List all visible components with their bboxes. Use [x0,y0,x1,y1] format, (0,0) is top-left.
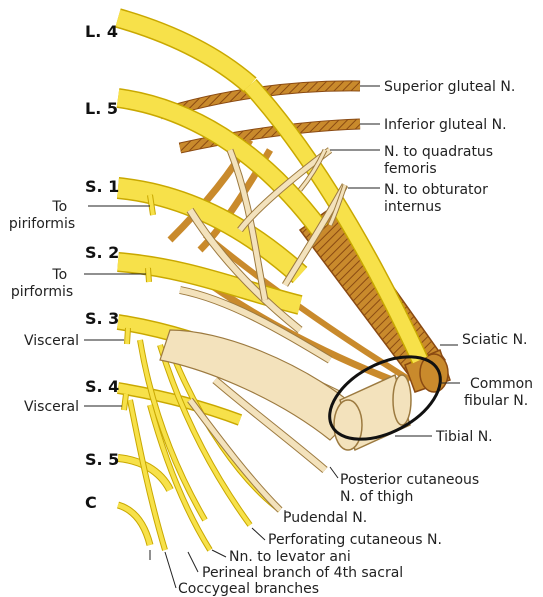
root-label-s3: S. 3 [85,309,119,328]
label-visceral-2: Visceral [24,399,79,415]
root-label-s1: S. 1 [85,177,119,196]
root-labels: L. 4 L. 5 S. 1 S. 2 S. 3 S. 4 S. 5 C [85,22,119,512]
label-to-piriformis-2: To pirformis [11,267,73,300]
label-pudendal: Pudendal N. [283,510,367,526]
label-quadratus-femoris: N. to quadratus femoris [384,144,498,177]
left-callouts: To piriformis To pirformis Visceral Visc… [9,199,150,415]
root-label-l5: L. 5 [85,99,118,118]
label-superior-gluteal: Superior gluteal N. [384,79,515,95]
root-label-s4: S. 4 [85,377,119,396]
label-posterior-cutaneous: Posterior cutaneous N. of thigh [340,472,484,505]
label-tibial: Tibial N. [435,429,493,445]
label-visceral-1: Visceral [24,333,79,349]
label-coccygeal-branches: Coccygeal branches [178,581,319,597]
root-label-s2: S. 2 [85,243,119,262]
label-perineal-branch: Perineal branch of 4th sacral [202,565,403,581]
label-sciatic: Sciatic N. [462,332,528,348]
root-label-l4: L. 4 [85,22,118,41]
label-inferior-gluteal: Inferior gluteal N. [384,117,507,133]
label-to-piriformis-1: To piriformis [9,199,75,232]
label-levator-ani: Nn. to levator ani [229,549,351,565]
label-perforating-cutaneous: Perforating cutaneous N. [268,532,442,548]
label-obturator-internus: N. to obturator internus [384,182,492,215]
root-label-s5: S. 5 [85,450,119,469]
root-label-c: C [85,493,97,512]
label-common-fibular: Common fibular N. [464,376,538,409]
